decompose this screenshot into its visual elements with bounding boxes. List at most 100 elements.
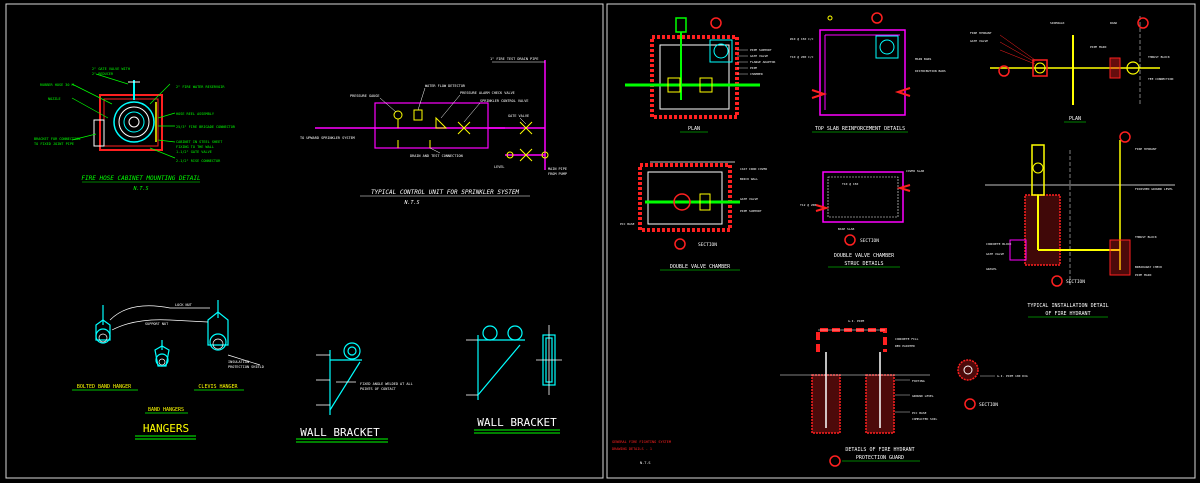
- double-valve-section-title: DOUBLE VALVE CHAMBER: [670, 264, 731, 270]
- fhs-label-5: THRUST BLOCK: [1135, 235, 1157, 239]
- wall-bracket-2-detail: WALL BRACKET: [466, 325, 562, 434]
- cu-label-drain-test: DRAIN AND TEST CONNECTION: [410, 154, 463, 158]
- fire-hydrant-section: FIRE HYDRANT FINISHED GROUND LEVEL CONCR…: [985, 131, 1175, 318]
- protection-guard-title-2: PROTECTION GUARD: [856, 455, 904, 461]
- sd-label-2: T12 @ 200: [800, 203, 816, 207]
- control-unit-title: TYPICAL CONTROL UNIT FOR SPRINKLER SYSTE…: [371, 189, 519, 196]
- fh-label-reservoir: 2" FIRE WATER RESERVOIR: [176, 85, 225, 89]
- cu-label-control-valve: SPRINKLER CONTROL VALVE: [480, 99, 528, 103]
- hangers-title: HANGERS: [143, 422, 189, 435]
- wall-bracket-1-title: WALL BRACKET: [300, 426, 380, 439]
- hydrant-section-title-1: TYPICAL INSTALLATION DETAIL: [1027, 303, 1108, 309]
- fh-label-hose-reel: HOSE REEL ASSEMBLY: [176, 112, 215, 116]
- pg-label-red: RED PAINTED: [895, 344, 915, 348]
- fhs-label-8: PIPE MAIN: [1135, 273, 1151, 277]
- small-section-detail: G.I. PIPE 100 DIA SECTION: [957, 359, 1028, 410]
- fhp-label-main: PIPE MAIN: [1090, 45, 1106, 49]
- protection-guard-detail: G.I. PIPE CONCRETE FILL RED PAINTED FOOT…: [780, 319, 937, 467]
- dvs-label-2: BRICK WALL: [740, 177, 758, 181]
- hangers-subtitle: BAND HANGERS: [148, 407, 184, 413]
- cu-label-main-pipe: MAIN PIPE: [548, 167, 567, 171]
- struc-title-1: DOUBLE VALVE CHAMBER: [834, 253, 895, 259]
- hanger-label-lock-nut: LOCK NUT: [175, 303, 193, 307]
- fhs-label-4: GATE VALVE: [986, 252, 1004, 256]
- hanger-label-insulation: INSULATION: [228, 360, 249, 364]
- ts-label-1: #10 @ 150 C/C: [790, 37, 814, 41]
- fh-label-gate-valve-small: 1-1/2" GATE VALVE: [176, 150, 212, 154]
- hydrant-plan-title: PLAN: [1069, 116, 1081, 122]
- right-sheet-border: [606, 3, 1196, 479]
- hydrant-section-title-2: OF FIRE HYDRANT: [1045, 311, 1090, 317]
- hanger-clevis: CLEVIS HANGER: [198, 384, 238, 390]
- cu-label-flow-detector: WATER FLOW DETECTOR: [425, 84, 466, 88]
- fh-label-gate-valve: 2" GATE VALVE WITH: [92, 67, 130, 71]
- wb1-label-fixed-angle: FIXED ANGLE WELDED AT ALL: [360, 382, 413, 386]
- fhp-label-tee: TEE CONNECTION: [1148, 77, 1173, 81]
- protection-guard-title-1: DETAILS OF FIRE HYDRANT: [845, 447, 914, 453]
- fhs-label-2: FINISHED GROUND LEVEL: [1135, 187, 1173, 191]
- ss-label-pipe: G.I. PIPE 100 DIA: [997, 374, 1028, 378]
- fh-label-reducer: 2" REDUCER: [92, 72, 114, 76]
- sheet-title-block: GENERAL FIRE FIGHTING SYSTEM DRAWING DET…: [612, 440, 671, 465]
- ts-label-2: T10 @ 200 C/C: [790, 55, 814, 59]
- sd-label-3: COVER SLAB: [906, 169, 924, 173]
- fhs-label-1: FIRE HYDRANT: [1135, 147, 1157, 151]
- control-unit-detail: 1" FIRE TEST DRAIN PIPE PRESSURE GAUGE W…: [300, 57, 567, 206]
- struc-title-2: STRUC DETAILS: [844, 261, 883, 267]
- dvs-section-label: SECTION: [698, 242, 717, 248]
- pg-label-footing: FOOTING: [912, 379, 925, 383]
- fhs-label-3: CONCRETE BLOCK: [986, 242, 1011, 246]
- pg-label-pipe: G.I. PIPE: [848, 319, 864, 323]
- sheet-title-line-1: GENERAL FIRE FIGHTING SYSTEM: [612, 440, 671, 444]
- sheet-title-scale: N.T.S: [640, 461, 651, 465]
- dvp-label-2: GATE VALVE: [750, 54, 768, 58]
- dvp-label-3: FLANGE ADAPTOR: [750, 60, 775, 64]
- dvp-label-1: PIPE SUPPORT: [750, 48, 772, 52]
- ts-label-3: MAIN BARS: [915, 57, 931, 61]
- hanger-label-shield: PROTECTION SHIELD: [228, 365, 264, 369]
- cu-label-drain-pipe: 1" FIRE TEST DRAIN PIPE: [490, 57, 538, 61]
- double-valve-section: CAST IRON COVER BRICK WALL GATE VALVE PI…: [620, 161, 767, 271]
- wall-bracket-1-detail: FIXED ANGLE WELDED AT ALL POINTS OF CONT…: [296, 342, 413, 443]
- sheet-title-line-2: DRAWING DETAILS - 1: [612, 447, 652, 451]
- fhp-label-hydrant: FIRE HYDRANT: [970, 31, 992, 35]
- cu-label-from-pump: FROM PUMP: [548, 172, 567, 176]
- fire-hose-title: FIRE HOSE CABINET MOUNTING DETAIL: [81, 175, 201, 182]
- fh-label-nozzle: NOZZLE: [48, 97, 61, 101]
- double-valve-plan: PIPE SUPPORT GATE VALVE FLANGE ADAPTOR P…: [625, 17, 775, 133]
- pg-label-pcc: PCC BASE: [912, 411, 927, 415]
- hanger-label-support-nut: SUPPORT NUT: [145, 322, 169, 326]
- wb1-label-contact: POINTS OF CONTACT: [360, 387, 397, 391]
- fire-hose-scale: N.T.S: [132, 186, 148, 192]
- pg-label-concrete: CONCRETE FILL: [895, 337, 919, 341]
- fhp-label-gate: GATE VALVE: [970, 39, 988, 43]
- sd-label-1: T10 @ 150: [842, 182, 858, 186]
- dvs-label-5: PCC BASE: [620, 222, 635, 226]
- fire-hose-cabinet-detail: 2" GATE VALVE WITH 2" REDUCER RUBBER HOS…: [34, 67, 236, 192]
- fhs-section-label: SECTION: [1066, 279, 1085, 285]
- fhp-label-sidewalk: SIDEWALK: [1050, 21, 1065, 25]
- fh-label-fixed-joint: TO FIXED JOINT PIPE: [34, 142, 74, 146]
- double-valve-plan-title: PLAN: [688, 126, 700, 132]
- cu-label-level: LEVEL: [494, 165, 505, 169]
- fh-label-rubber-hose: RUBBER HOSE 30 M.: [40, 83, 76, 87]
- cu-label-pressure-gauge: PRESSURE GAUGE: [350, 94, 380, 98]
- fh-label-fixing: FIXING TO THE WALL: [176, 145, 214, 149]
- pg-label-ground: GROUND LEVEL: [912, 394, 934, 398]
- dvs-label-1: CAST IRON COVER: [740, 167, 767, 171]
- left-sheet-border: [5, 3, 604, 479]
- cu-label-gate-valve: GATE VALVE: [508, 114, 529, 118]
- fhs-label-6: GRAVEL: [986, 267, 997, 271]
- struc-details: T10 @ 150 T12 @ 200 COVER SLAB BASE SLAB…: [800, 169, 924, 268]
- dvs-label-4: PIPE SUPPORT: [740, 209, 762, 213]
- pg-label-soil: COMPACTED SOIL: [912, 417, 937, 421]
- wall-bracket-2-title: WALL BRACKET: [477, 416, 557, 429]
- hanger-bolted-band: BOLTED BAND HANGER: [77, 384, 132, 390]
- fh-label-cabinet: CABINET IN STEEL SHEET: [176, 140, 223, 144]
- dvs-label-3: GATE VALVE: [740, 197, 758, 201]
- sd-label-4: BASE SLAB: [838, 227, 854, 231]
- dvp-label-5: CHAMBER: [750, 72, 763, 76]
- ss-section-label: SECTION: [979, 402, 998, 408]
- hangers-detail: LOCK NUT SUPPORT NUT INSULATION PROTECTI…: [72, 300, 264, 440]
